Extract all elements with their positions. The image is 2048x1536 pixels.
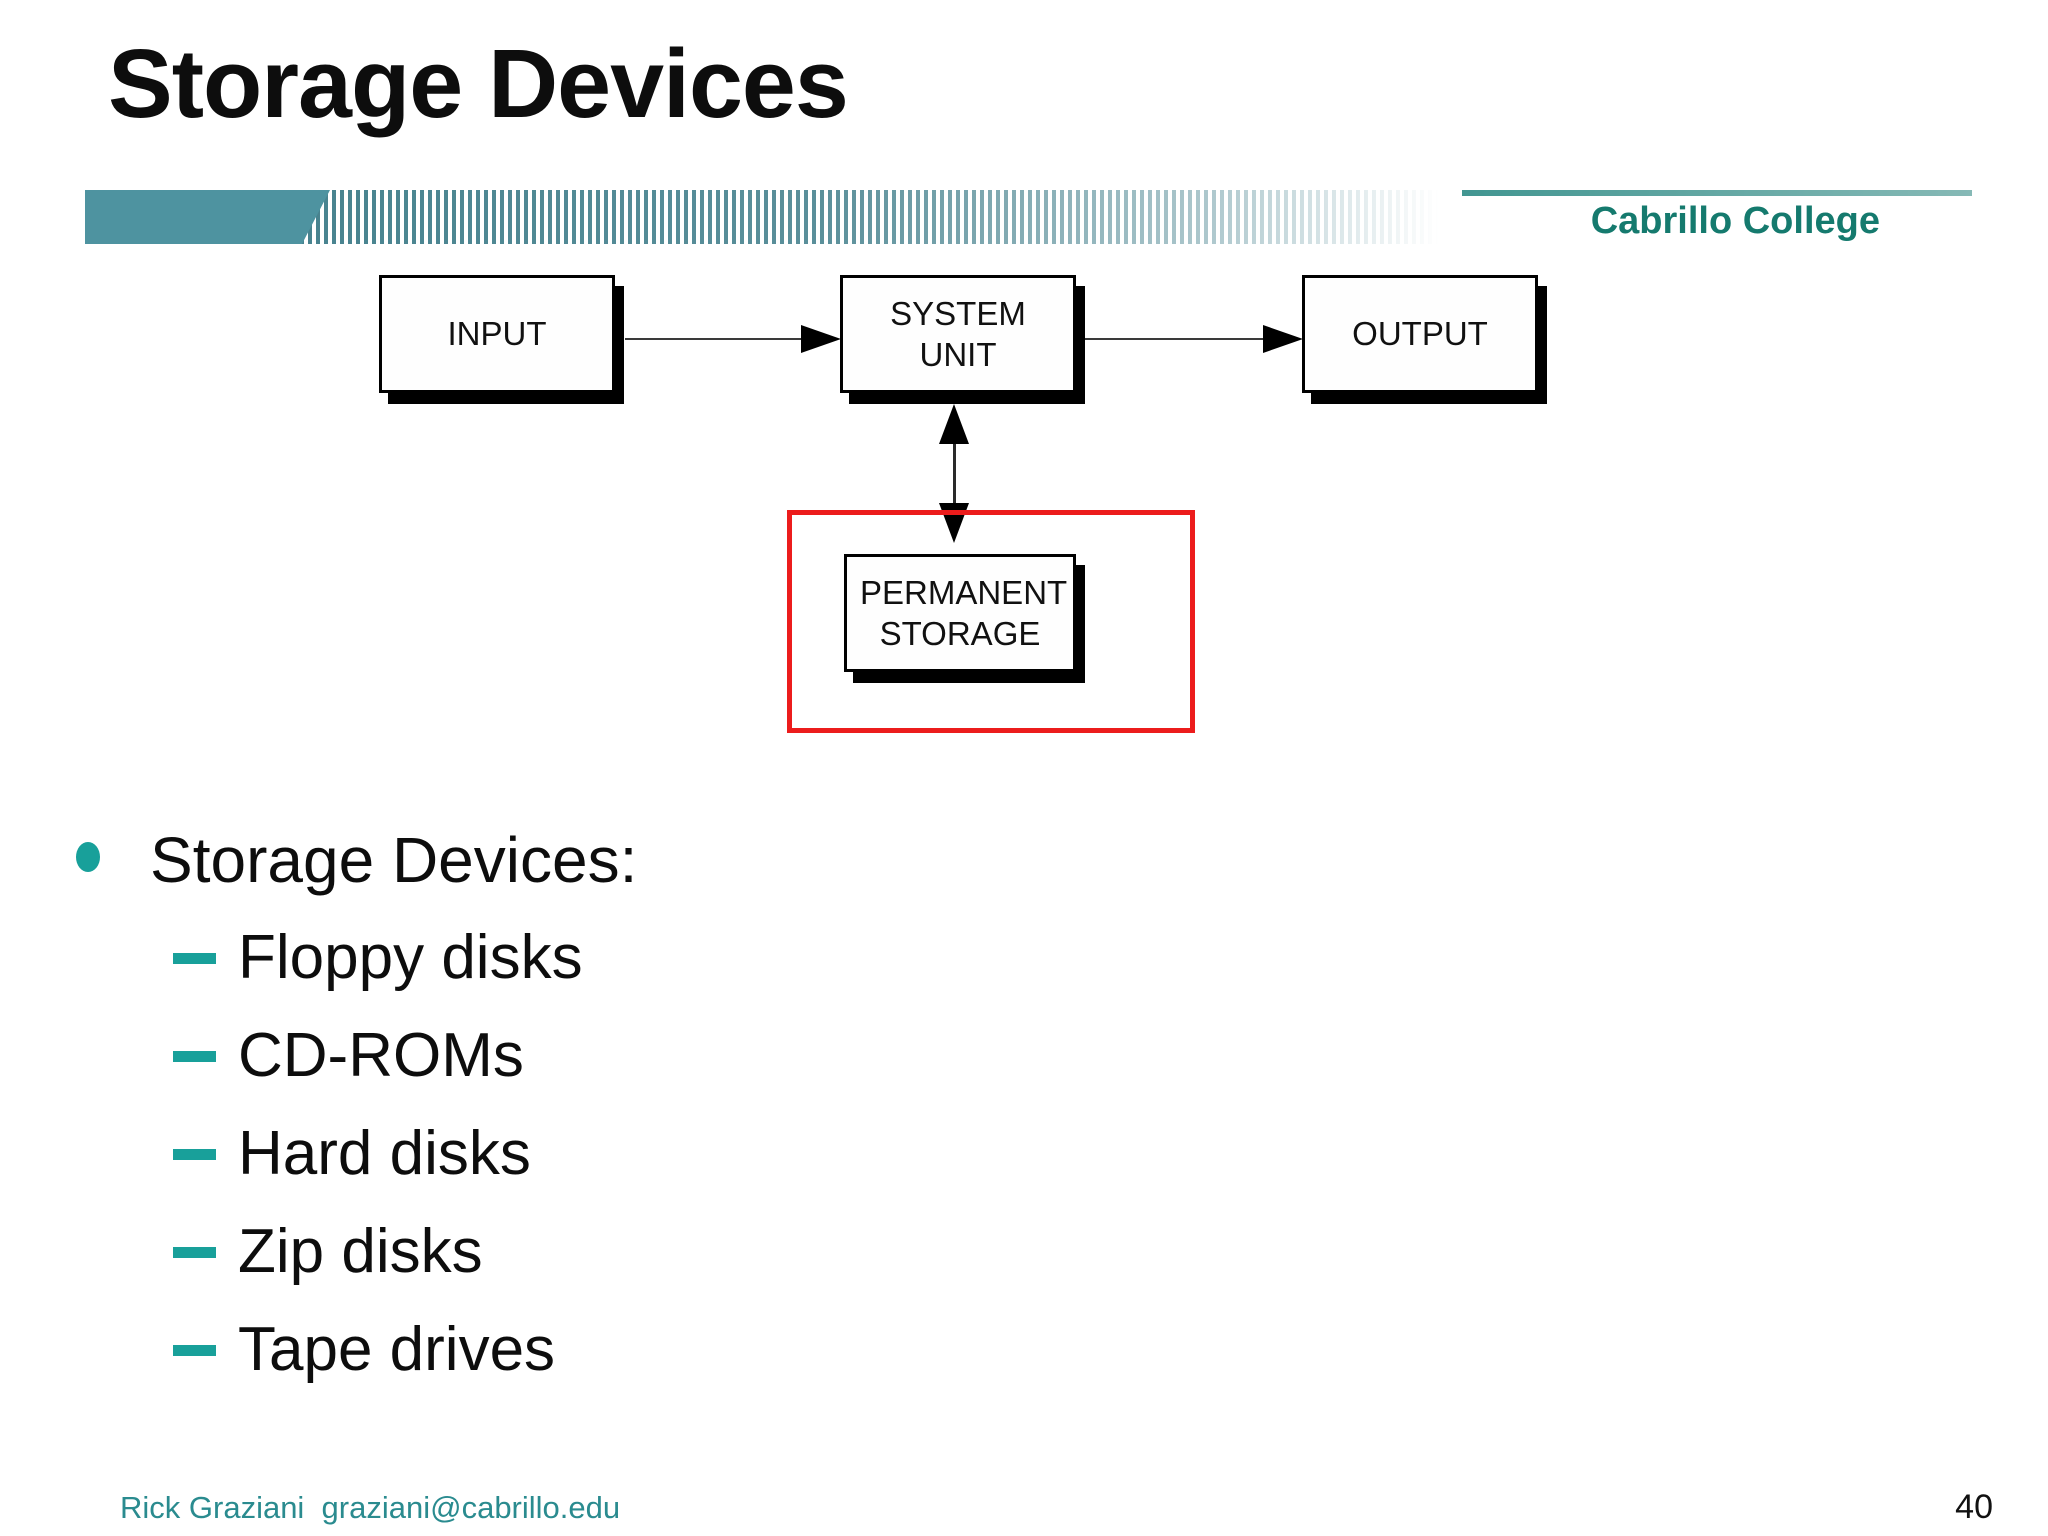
page-number: 40 — [1955, 1488, 1993, 1526]
flow-box-input-label: INPUT — [447, 315, 547, 353]
list-heading: Storage Devices: — [150, 824, 638, 896]
list-item: Tape drives — [238, 1315, 556, 1384]
header-bar-stripes — [300, 190, 1462, 244]
dash-icon — [173, 1051, 216, 1062]
flow-box-output: OUTPUT — [1302, 275, 1538, 393]
brand-text: Cabrillo College — [1590, 200, 1880, 242]
dash-icon — [173, 1345, 216, 1356]
flow-box-permanent-storage-label: PERMANENT STORAGE — [860, 573, 1068, 652]
list-item: Zip disks — [238, 1217, 483, 1286]
dash-icon — [173, 1247, 216, 1258]
highlight-box-red — [787, 510, 1195, 733]
footer-credit: Rick Graziani graziani@cabrillo.edu — [120, 1490, 621, 1525]
list-item: Floppy disks — [238, 923, 583, 992]
arrow-up-icon — [939, 404, 969, 444]
arrow-down-icon — [939, 503, 969, 543]
list-item: Hard disks — [238, 1119, 531, 1188]
dash-icon — [173, 953, 216, 964]
bullet-icon — [76, 842, 100, 872]
list-item: CD-ROMs — [238, 1021, 524, 1090]
arrow-line-system-to-output — [1085, 338, 1265, 340]
arrow-line-system-to-storage — [953, 440, 956, 508]
flow-box-system-unit: SYSTEM UNIT — [840, 275, 1076, 393]
header-bar-block — [85, 190, 330, 244]
flow-box-permanent-storage: PERMANENT STORAGE — [844, 554, 1076, 672]
flow-box-system-unit-label: SYSTEM UNIT — [890, 294, 1026, 373]
arrow-line-input-to-system — [625, 338, 803, 340]
arrow-right-icon — [801, 325, 841, 353]
slide-title: Storage Devices — [108, 29, 849, 138]
dash-icon — [173, 1149, 216, 1160]
arrow-right-icon — [1263, 325, 1303, 353]
flow-box-input: INPUT — [379, 275, 615, 393]
flow-box-output-label: OUTPUT — [1352, 315, 1488, 353]
